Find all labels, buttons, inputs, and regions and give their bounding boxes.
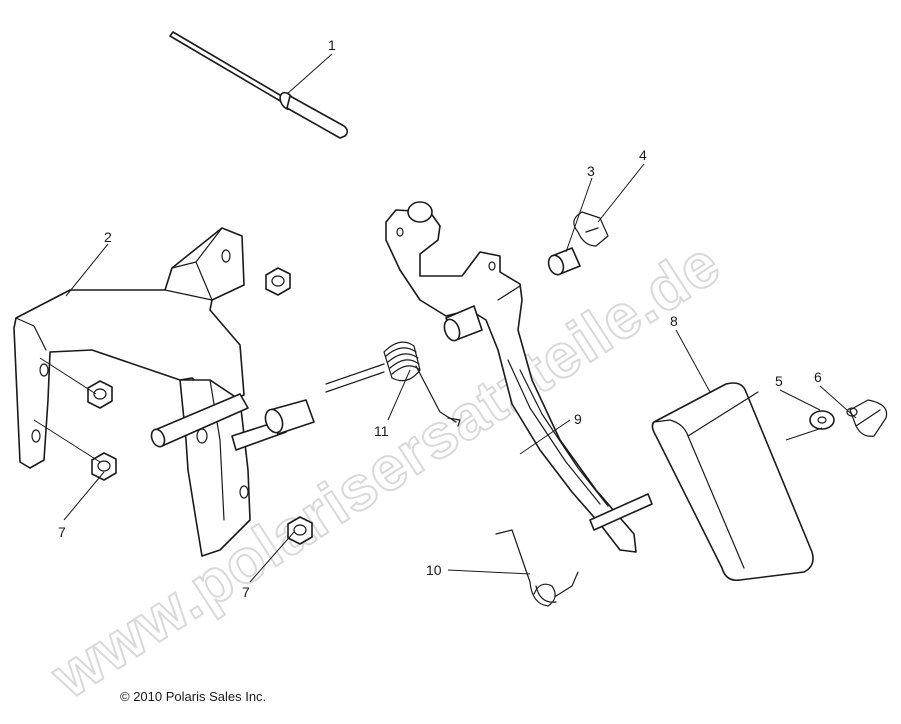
callout-11: 11 — [374, 423, 389, 439]
callout-3: 3 — [587, 163, 595, 179]
callout-4: 4 — [639, 147, 647, 163]
copyright-text: © 2010 Polaris Sales Inc. — [120, 689, 267, 704]
part-4-clip — [573, 211, 609, 247]
nut-bottom — [287, 516, 313, 545]
callout-7-left: 7 — [58, 524, 66, 540]
callout-2: 2 — [104, 229, 112, 245]
callout-6: 6 — [814, 369, 822, 385]
part-6-hairpin — [846, 399, 888, 437]
part-9-pedal-arm — [385, 201, 653, 553]
part-5-washer — [809, 410, 835, 430]
part-10-spring — [495, 529, 579, 607]
callout-7-bottom: 7 — [242, 584, 250, 600]
part-2-bracket — [13, 227, 287, 557]
callout-8: 8 — [670, 313, 678, 329]
nut-upper — [265, 267, 291, 296]
part-11-spring — [325, 341, 461, 427]
leader-lines — [33, 53, 857, 583]
callout-10: 10 — [426, 562, 442, 578]
part-8-pedal-pad — [651, 382, 814, 582]
nut-middle — [87, 380, 113, 409]
callout-1: 1 — [328, 37, 336, 53]
bushing-left — [264, 399, 315, 435]
part-3-bushing — [547, 247, 581, 276]
callout-labels: 1 2 3 4 5 6 7 7 8 9 10 11 — [58, 37, 822, 600]
callout-5: 5 — [775, 373, 783, 389]
callout-9: 9 — [574, 411, 582, 427]
nut-lower — [91, 452, 117, 481]
part-1-pin — [169, 31, 349, 139]
